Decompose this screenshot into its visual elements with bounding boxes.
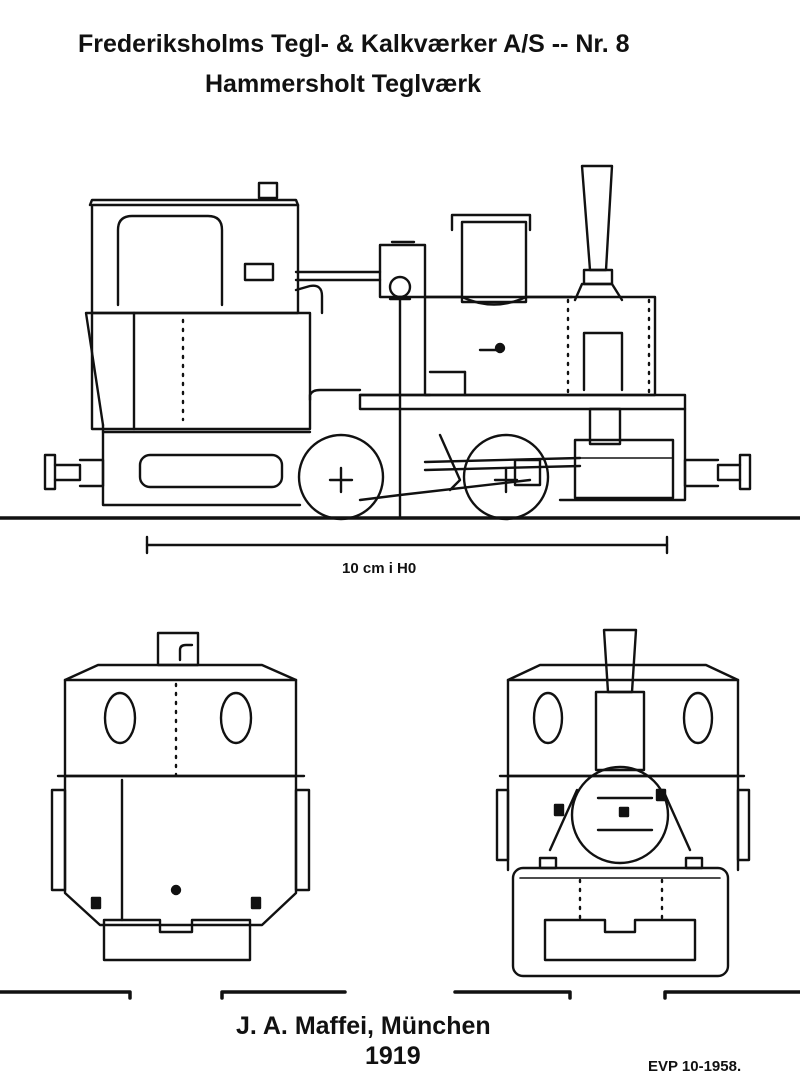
side-pipework bbox=[294, 240, 427, 315]
drawing-title: Frederiksholms Tegl- & Kalkværker A/S --… bbox=[78, 30, 630, 58]
maker-label: J. A. Maffei, München bbox=[236, 1012, 491, 1040]
side-boiler bbox=[423, 164, 657, 397]
side-frame bbox=[43, 393, 752, 507]
reference-label: EVP 10-1958. bbox=[648, 1058, 742, 1075]
side-view bbox=[0, 164, 800, 555]
side-cylinder-motion bbox=[358, 295, 675, 520]
rear-view bbox=[0, 631, 347, 1000]
year-label: 1919 bbox=[365, 1042, 421, 1070]
scale-label: 10 cm i H0 bbox=[342, 560, 417, 577]
side-cab bbox=[84, 181, 362, 431]
drawing-subtitle: Hammersholt Teglværk bbox=[205, 70, 482, 98]
front-view bbox=[453, 628, 800, 1000]
side-wheels bbox=[297, 433, 550, 521]
scale-bar bbox=[145, 535, 669, 555]
